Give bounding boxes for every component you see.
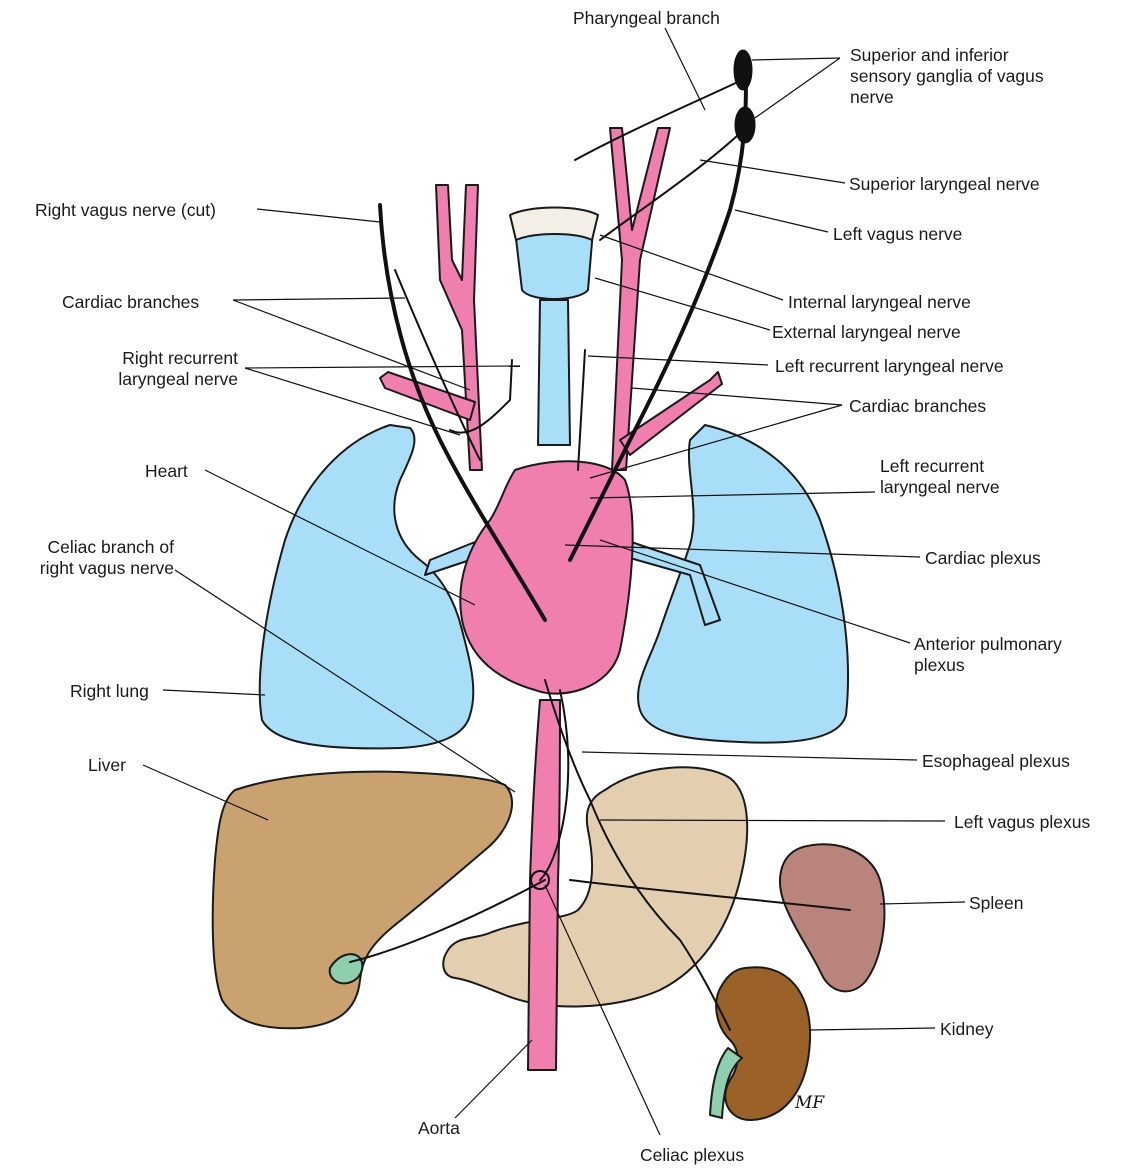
- label-cardiac-branches-right: Cardiac branches: [62, 292, 199, 313]
- leader-cardiac-r1: [233, 298, 405, 300]
- inferior-ganglion: [735, 107, 755, 143]
- leader-cardiac-l1: [632, 388, 842, 405]
- artist-signature: MF: [795, 1093, 824, 1113]
- leader-left-vagus: [735, 210, 828, 232]
- label-heart: Heart: [145, 461, 188, 482]
- label-left-recurrent-upper: Left recurrent laryngeal nerve: [775, 356, 1004, 377]
- leader-kidney: [810, 1028, 935, 1030]
- leader-esophageal: [582, 752, 917, 760]
- right-carotid: [436, 185, 482, 470]
- leader-right-lung: [163, 690, 265, 695]
- heart: [460, 461, 632, 693]
- label-superior-laryngeal: Superior laryngeal nerve: [849, 174, 1040, 195]
- label-left-vagus-plexus: Left vagus plexus: [954, 812, 1090, 833]
- leader-right-vagus: [257, 209, 380, 222]
- label-cardiac-branches-left: Cardiac branches: [849, 396, 986, 417]
- left-recurrent-nerve: [578, 350, 585, 470]
- label-left-vagus: Left vagus nerve: [833, 224, 962, 245]
- label-liver: Liver: [88, 755, 126, 776]
- label-left-recurrent-lower: Left recurrent laryngeal nerve: [880, 456, 1000, 498]
- leader-spleen: [880, 902, 965, 904]
- label-external-laryngeal: External laryngeal nerve: [772, 322, 961, 343]
- label-kidney: Kidney: [940, 1019, 994, 1040]
- superior-ganglion: [734, 50, 752, 90]
- leader-pharyngeal: [665, 28, 705, 110]
- trachea: [538, 300, 570, 445]
- leader-cardiac-r2: [233, 300, 470, 390]
- spleen: [780, 844, 884, 991]
- label-cardiac-plexus: Cardiac plexus: [925, 548, 1041, 569]
- right-lung: [260, 425, 474, 748]
- label-right-recurrent: Right recurrent laryngeal nerve: [90, 348, 238, 390]
- leader-left-recurrent-up: [588, 356, 768, 365]
- label-right-vagus-cut: Right vagus nerve (cut): [35, 200, 216, 221]
- label-aorta: Aorta: [418, 1118, 460, 1139]
- leader-aorta: [455, 1040, 532, 1118]
- liver: [213, 772, 512, 1029]
- label-sensory-ganglia: Superior and inferior sensory ganglia of…: [850, 45, 1044, 108]
- label-celiac-branch: Celiac branch of right vagus nerve: [0, 537, 174, 579]
- label-celiac-plexus: Celiac plexus: [640, 1145, 744, 1166]
- leader-right-recurrent-a: [245, 366, 520, 368]
- leader-superior-laryngeal: [700, 160, 845, 183]
- label-esophageal-plexus: Esophageal plexus: [922, 751, 1070, 772]
- label-right-lung: Right lung: [70, 681, 149, 702]
- label-spleen: Spleen: [969, 893, 1024, 914]
- label-pharyngeal-branch: Pharyngeal branch: [573, 8, 720, 29]
- leader-ganglia-b: [752, 58, 840, 120]
- leader-ganglia-a: [752, 58, 840, 60]
- label-internal-laryngeal: Internal laryngeal nerve: [788, 292, 971, 313]
- left-lung: [638, 425, 848, 743]
- label-anterior-pulmonary: Anterior pulmonary plexus: [914, 634, 1062, 676]
